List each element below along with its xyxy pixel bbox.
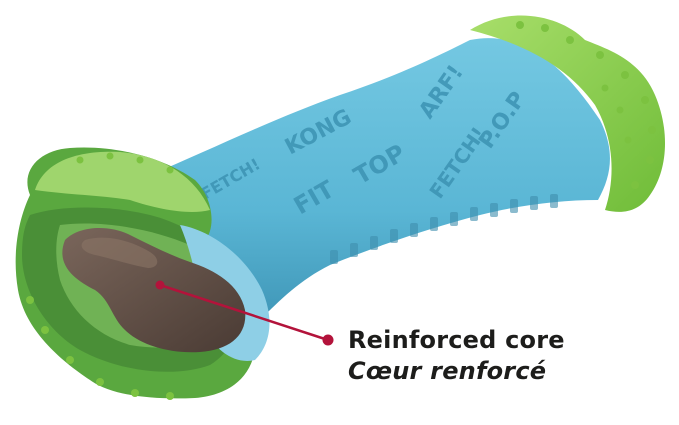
- core-highlight: [81, 237, 158, 268]
- right-cap-nubs: [516, 21, 656, 189]
- caption-french: Cœur renforcé: [348, 356, 547, 385]
- bone-body: [141, 38, 610, 326]
- left-cap-nubs: [26, 152, 174, 400]
- right-end-cap: [470, 15, 666, 212]
- body-tread-pattern: [330, 194, 558, 264]
- core-pointer-line: [159, 283, 329, 342]
- core-pointer-dot-end: [322, 334, 334, 346]
- core-pointer-dot-start: [155, 280, 165, 290]
- left-cap-rim: [35, 151, 210, 212]
- caption-english: Reinforced core: [348, 326, 565, 354]
- reinforced-core: [62, 228, 246, 353]
- core-caption: Reinforced core Cœur renforcé: [348, 326, 565, 386]
